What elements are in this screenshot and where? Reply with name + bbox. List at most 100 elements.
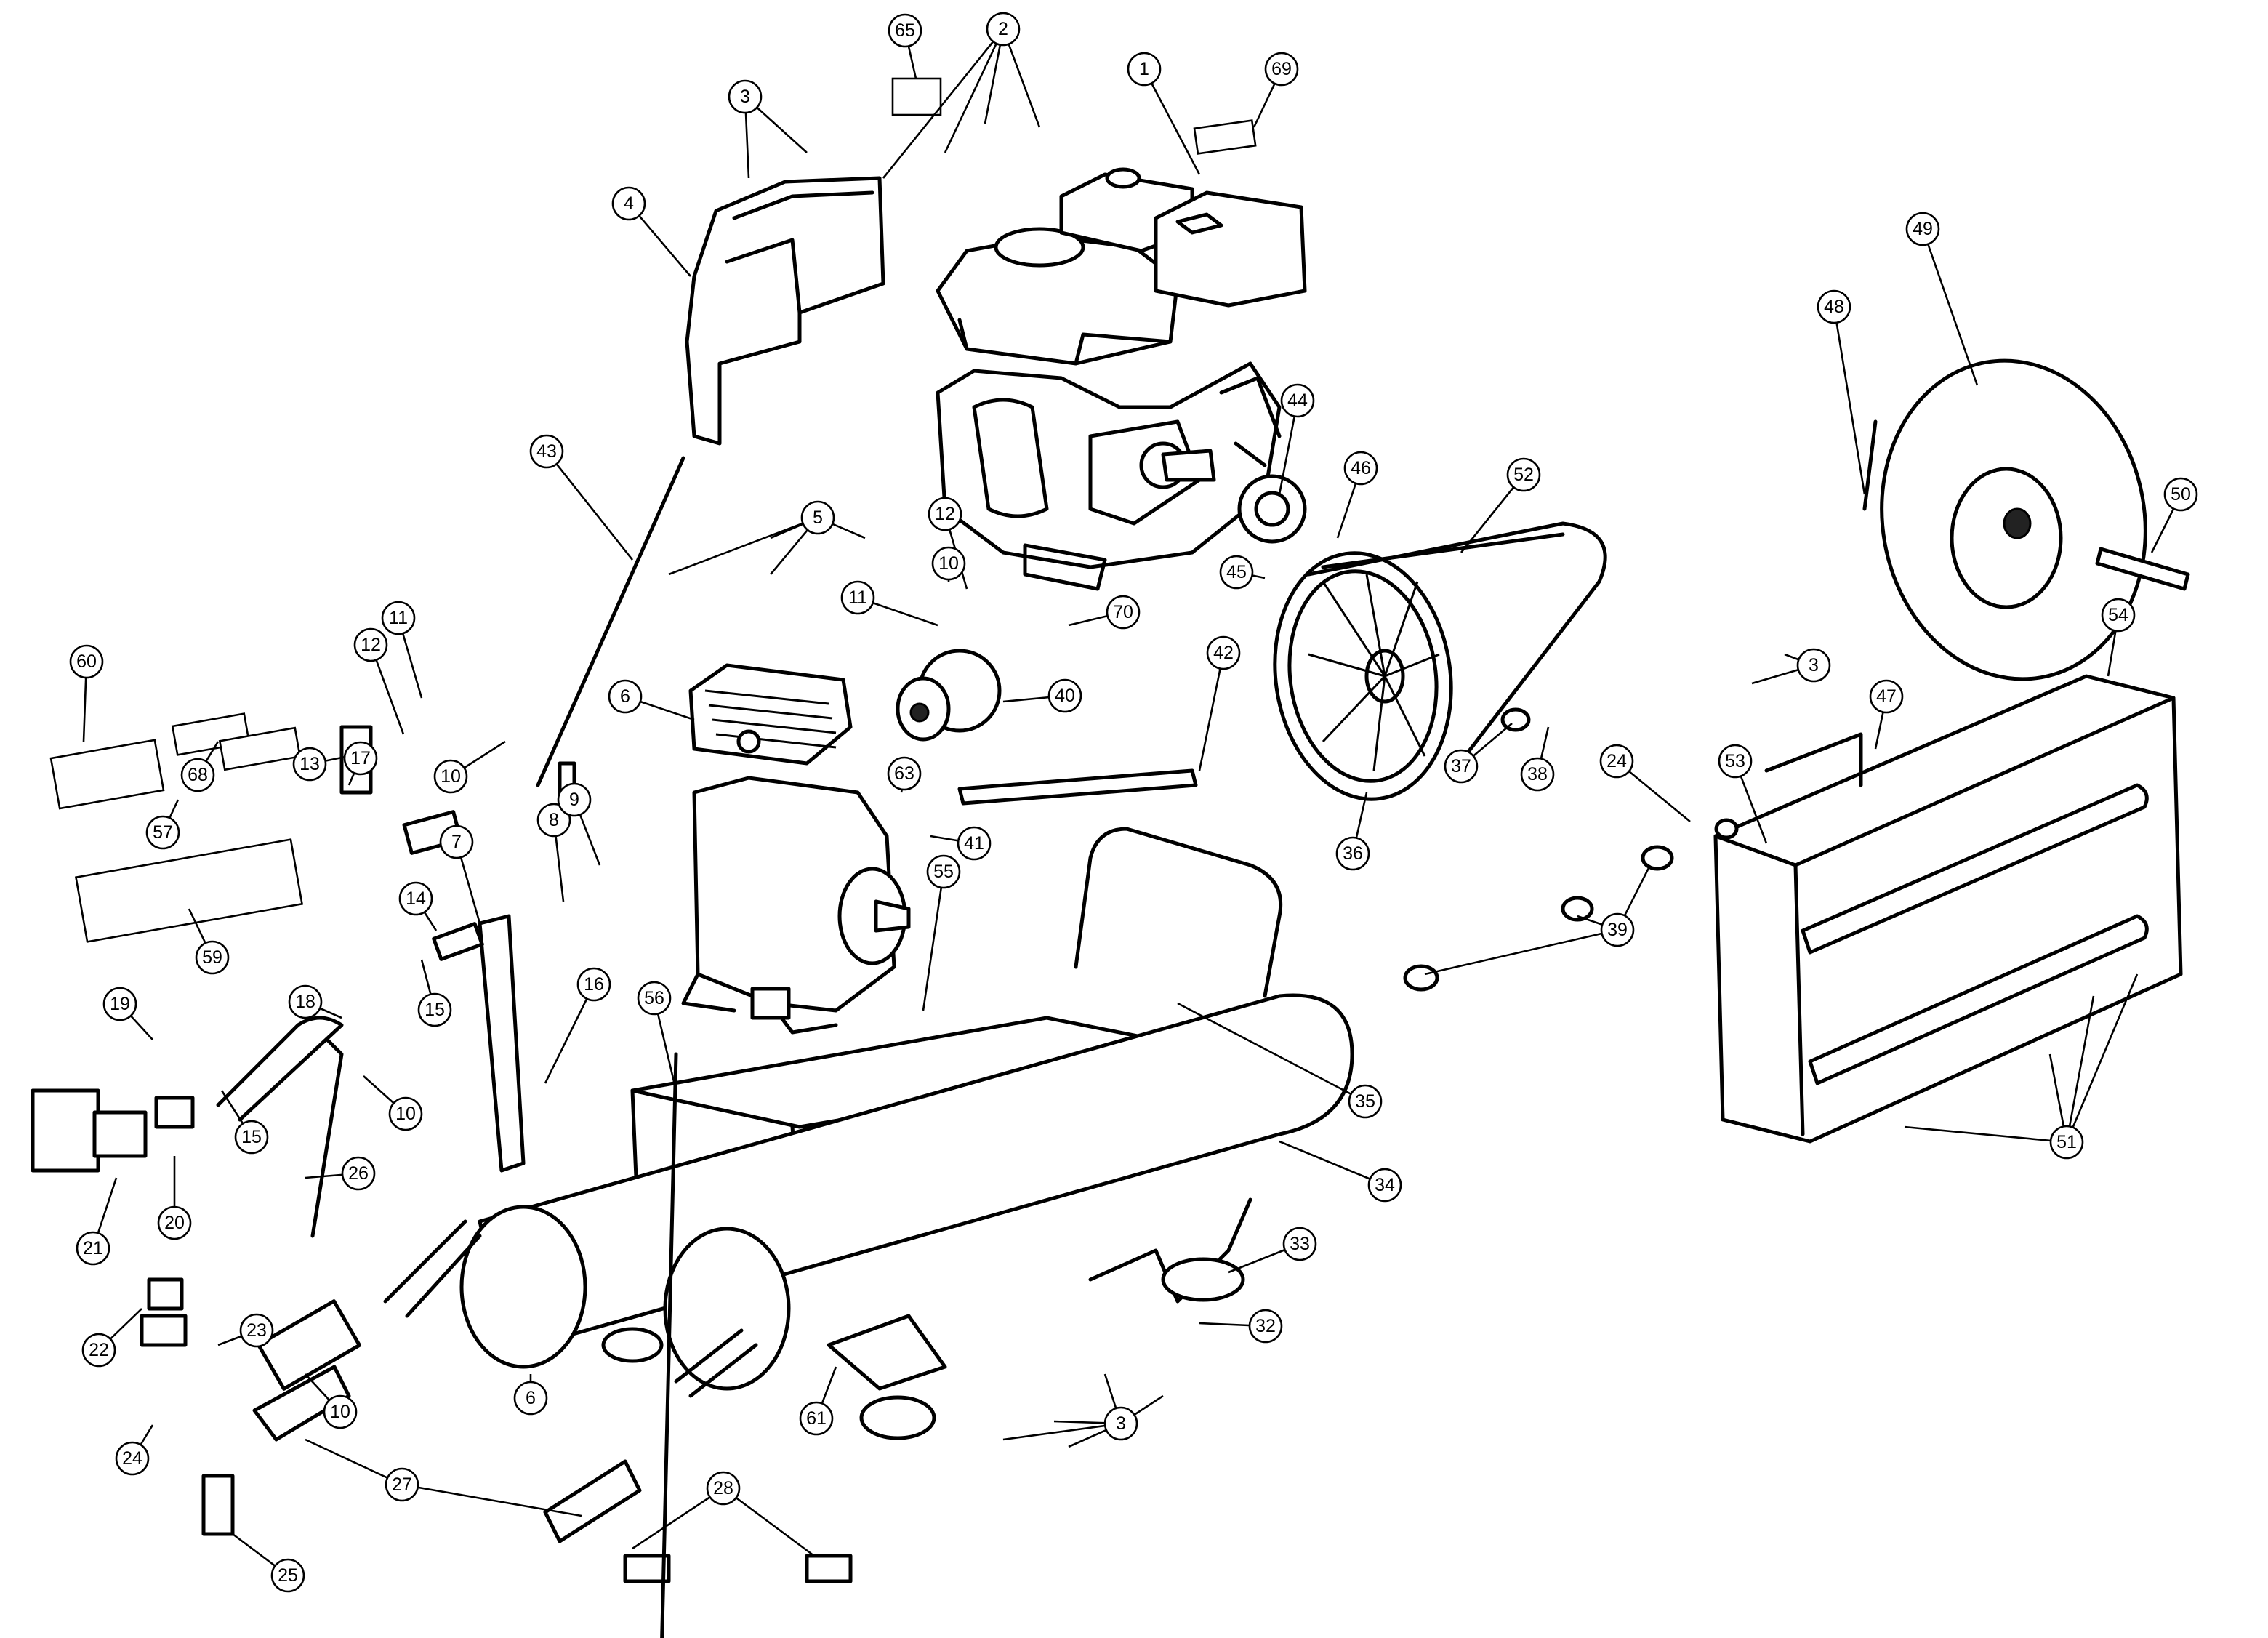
hardware-drawings <box>31 419 1878 1638</box>
callout-6-nut: 6 <box>513 1381 548 1416</box>
svg-text:51: 51 <box>2056 1132 2077 1152</box>
wheel-drawing <box>1880 358 2147 681</box>
callout-12-b: 12 <box>928 497 962 531</box>
svg-text:46: 46 <box>1351 458 1371 478</box>
callout-39: 39 <box>1600 912 1635 947</box>
svg-text:24: 24 <box>1606 751 1627 771</box>
callout-4: 4 <box>611 186 646 221</box>
svg-text:3: 3 <box>1116 1413 1126 1434</box>
svg-text:11: 11 <box>848 587 867 608</box>
callout-5: 5 <box>800 500 835 535</box>
svg-text:11: 11 <box>389 608 408 628</box>
svg-text:38: 38 <box>1527 764 1548 784</box>
svg-text:47: 47 <box>1876 686 1897 707</box>
decal-drawings <box>49 77 1257 943</box>
svg-text:16: 16 <box>584 974 604 995</box>
callout-28: 28 <box>706 1471 741 1506</box>
callout-15-a: 15 <box>417 992 452 1027</box>
svg-text:39: 39 <box>1607 920 1628 940</box>
svg-text:56: 56 <box>644 988 664 1008</box>
callout-60: 60 <box>69 644 104 679</box>
engine-drawing <box>936 167 1307 591</box>
svg-text:36: 36 <box>1343 843 1363 864</box>
svg-text:55: 55 <box>933 862 954 882</box>
tank-and-base-drawing <box>383 993 1354 1398</box>
callout-11-a: 11 <box>381 601 416 635</box>
callout-41: 41 <box>957 826 992 861</box>
flywheel-drawing <box>1273 551 1453 801</box>
callout-10-b: 10 <box>388 1096 423 1131</box>
callout-51: 51 <box>2049 1125 2084 1160</box>
callout-52: 52 <box>1506 457 1541 492</box>
compressor-pump-drawing <box>681 663 911 1035</box>
callout-25: 25 <box>270 1558 305 1593</box>
callout-3-bottom: 3 <box>1103 1406 1138 1441</box>
callout-6-pump: 6 <box>608 679 643 714</box>
svg-text:10: 10 <box>441 766 461 787</box>
svg-text:21: 21 <box>83 1238 103 1258</box>
callout-15-b: 15 <box>234 1120 269 1155</box>
svg-text:34: 34 <box>1375 1175 1395 1195</box>
callout-40: 40 <box>1047 678 1082 713</box>
part-drawings <box>31 77 2190 1638</box>
callout-22: 22 <box>81 1333 116 1368</box>
svg-text:32: 32 <box>1255 1316 1276 1336</box>
svg-text:48: 48 <box>1824 297 1844 317</box>
svg-text:26: 26 <box>348 1163 369 1184</box>
svg-text:18: 18 <box>295 992 315 1012</box>
callout-3-top: 3 <box>728 79 763 114</box>
svg-text:68: 68 <box>188 765 208 785</box>
svg-text:45: 45 <box>1226 562 1247 582</box>
svg-text:37: 37 <box>1451 756 1471 776</box>
svg-text:2: 2 <box>998 19 1008 39</box>
svg-text:57: 57 <box>153 822 173 843</box>
callout-47: 47 <box>1869 679 1904 714</box>
v-belt-drawing <box>1306 521 1607 773</box>
callout-11-b: 11 <box>840 580 875 615</box>
svg-text:13: 13 <box>299 754 320 774</box>
svg-text:63: 63 <box>894 763 914 784</box>
svg-text:44: 44 <box>1287 390 1308 411</box>
callout-3-right: 3 <box>1796 648 1831 683</box>
svg-text:22: 22 <box>89 1340 109 1360</box>
callout-55: 55 <box>926 854 961 889</box>
svg-text:4: 4 <box>624 193 634 214</box>
svg-text:1: 1 <box>1139 59 1149 79</box>
callout-18: 18 <box>288 984 323 1019</box>
axle-drawing <box>2095 547 2190 591</box>
svg-text:9: 9 <box>569 790 579 810</box>
callout-26: 26 <box>341 1156 376 1191</box>
svg-text:65: 65 <box>895 20 915 41</box>
callout-56: 56 <box>637 981 672 1016</box>
callout-17: 17 <box>343 741 378 776</box>
callout-70: 70 <box>1106 595 1141 630</box>
callout-37: 37 <box>1444 749 1479 784</box>
svg-text:20: 20 <box>164 1213 185 1233</box>
callout-8: 8 <box>536 803 571 838</box>
callout-43: 43 <box>529 434 564 469</box>
svg-text:19: 19 <box>110 994 130 1014</box>
svg-text:8: 8 <box>549 810 559 830</box>
svg-text:3: 3 <box>1809 655 1819 675</box>
callout-42: 42 <box>1206 635 1241 670</box>
svg-text:10: 10 <box>938 553 959 574</box>
callout-35: 35 <box>1348 1084 1383 1119</box>
callout-36: 36 <box>1335 836 1370 871</box>
callout-32: 32 <box>1248 1309 1283 1344</box>
svg-text:69: 69 <box>1271 59 1292 79</box>
callout-50: 50 <box>2163 477 2198 512</box>
svg-text:12: 12 <box>935 504 955 524</box>
svg-text:6: 6 <box>620 686 630 707</box>
callout-65: 65 <box>888 13 922 48</box>
callout-34: 34 <box>1367 1168 1402 1203</box>
callout-23: 23 <box>239 1313 274 1348</box>
svg-text:35: 35 <box>1355 1091 1375 1112</box>
callout-59: 59 <box>195 940 230 975</box>
svg-text:15: 15 <box>241 1127 262 1147</box>
svg-text:25: 25 <box>278 1565 298 1586</box>
svg-text:54: 54 <box>2108 605 2128 625</box>
svg-text:5: 5 <box>813 507 823 528</box>
callout-10-a: 10 <box>433 759 468 794</box>
callout-24-a: 24 <box>115 1441 150 1476</box>
